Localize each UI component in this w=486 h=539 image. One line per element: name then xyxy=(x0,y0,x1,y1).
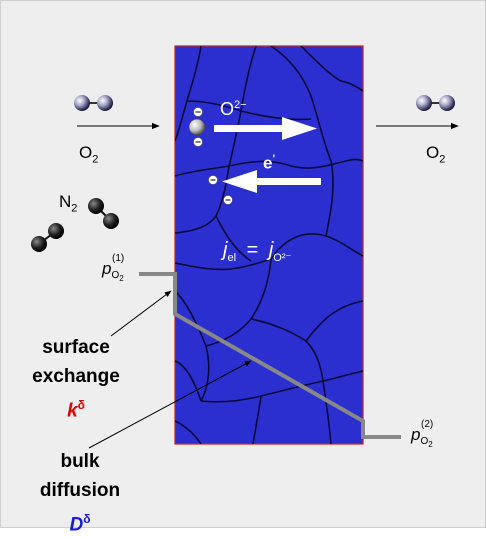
p-o2-permeate-label: p(2)O2 xyxy=(411,419,434,450)
electron-icon xyxy=(223,195,233,205)
surface-exchange-line1: surface xyxy=(42,337,110,358)
diagram-graphics xyxy=(31,45,459,449)
surface-exchange-symbol: kδ xyxy=(67,398,85,422)
oxide-ion-flux-arrow-icon xyxy=(214,117,317,140)
pressure-profile-line xyxy=(139,272,401,439)
n2-molecule-icon xyxy=(88,198,119,229)
o2-molecule-icon xyxy=(74,95,113,111)
bulk-diffusion-line1: bulk xyxy=(60,451,100,472)
electron-flux-arrow-icon xyxy=(222,170,321,193)
p-o2-feed-label: p(1)O2 xyxy=(102,253,125,284)
surface-exchange-label: surface exchange kδ xyxy=(21,333,131,425)
o2-outlet-label: O2 xyxy=(426,143,446,166)
bulk-diffusion-label: bulk diffusion Dδ xyxy=(21,447,139,539)
surface-exchange-pointer-icon xyxy=(110,290,172,337)
o2-inlet-label: O2 xyxy=(79,143,99,166)
n2-label: N2 xyxy=(59,192,78,215)
bulk-diffusion-line2: diffusion xyxy=(39,480,121,501)
n2-molecule-icon xyxy=(31,223,64,252)
o2-molecule-icon xyxy=(416,95,455,111)
bulk-diffusion-symbol: Dδ xyxy=(69,512,91,536)
electron-icon xyxy=(208,175,218,185)
membrane xyxy=(174,45,364,445)
surface-exchange-line2: exchange xyxy=(32,366,120,387)
flux-equation: jel = jO²⁻ xyxy=(223,239,292,264)
electron-label: e' xyxy=(263,153,276,173)
oxide-ion-icon xyxy=(188,107,206,147)
bulk-diffusion-pointer-icon xyxy=(88,360,252,449)
oxide-ion-label: O2− xyxy=(220,99,247,119)
